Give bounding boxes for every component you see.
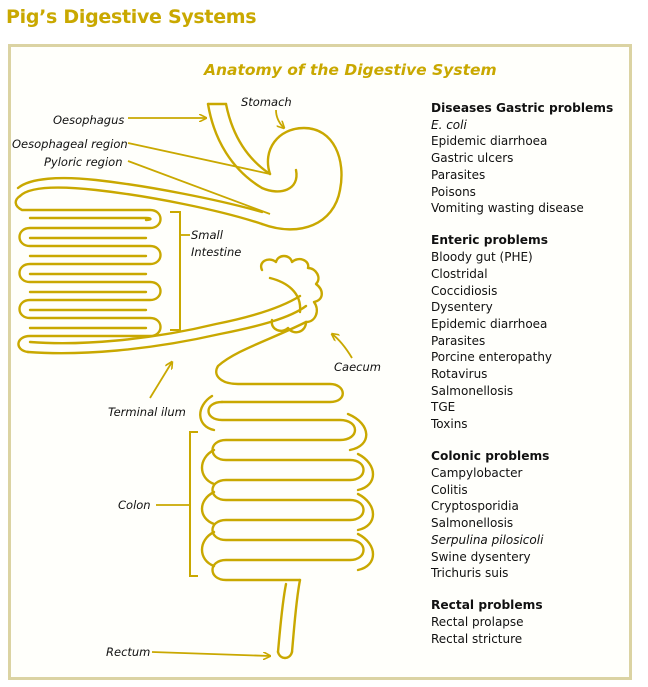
terminal-ileum-inner	[28, 294, 302, 345]
problem-item: Coccidiosis	[431, 283, 498, 298]
problem-item: Toxins	[431, 417, 468, 432]
problem-item: Parasites	[431, 333, 486, 348]
problem-item: Colitis	[431, 482, 468, 497]
colon-bracket	[189, 431, 198, 577]
caecum-pointer	[332, 334, 353, 359]
problem-item: Bloody gut (PHE)	[431, 250, 533, 265]
small-intestine-label: Small Intestine	[191, 228, 242, 259]
caecum	[259, 254, 323, 334]
oesophageal-region-pointer	[127, 142, 271, 175]
problem-item: Porcine enteropathy	[431, 350, 553, 365]
problem-item: Poisons	[431, 184, 476, 199]
stomach-outline	[260, 126, 343, 231]
rectum-end	[276, 650, 294, 660]
problem-item: Vomiting wasting disease	[431, 201, 584, 216]
problem-item: Trichuris suis	[431, 566, 509, 581]
problem-group-heading: Diseases Gastric problems	[431, 101, 614, 115]
colon-upper	[215, 320, 344, 404]
problem-item: E. coli	[431, 117, 467, 132]
caecum-inner	[268, 276, 302, 314]
colon-spiral	[207, 400, 365, 582]
problem-item: Salmonellosis	[431, 516, 514, 531]
problem-item: Gastric ulcers	[431, 151, 514, 166]
problem-group-heading: Colonic problems	[431, 449, 550, 464]
oesophagus-tube-inner	[224, 102, 272, 176]
problem-item: Parasites	[431, 167, 486, 182]
colon-spiral-outer	[199, 394, 375, 572]
problem-item: Epidemic diarrhoea	[431, 316, 548, 331]
problem-item: Dysentery	[431, 300, 493, 315]
rectum-tube-inner	[276, 582, 288, 654]
rectum-label: Rectum	[106, 645, 151, 659]
stomach-outline-inner	[260, 168, 298, 193]
small-intestine-coils	[14, 194, 162, 354]
duodenum-inner	[16, 176, 264, 214]
problem-item: Salmonellosis	[431, 383, 514, 398]
problem-item: Cryptosporidia	[431, 499, 519, 514]
pyloric-region-label: Pyloric region	[44, 155, 123, 169]
problem-group-heading: Enteric problems	[431, 233, 548, 248]
caecum-label: Caecum	[334, 360, 381, 374]
duodenum	[18, 186, 264, 226]
oesophagus-tube	[206, 102, 264, 190]
problem-item: Rectal stricture	[431, 631, 523, 646]
stomach-label: Stomach	[241, 95, 292, 109]
diagram-title: Anatomy of the Digestive System	[204, 61, 497, 79]
colon-label: Colon	[118, 498, 151, 512]
page-title: Pig’s Digestive Systems	[6, 6, 257, 28]
problem-group-heading: Rectal problems	[431, 598, 543, 613]
rectum-pointer	[151, 651, 270, 656]
problem-item: Clostridal	[431, 266, 488, 281]
diagram-panel	[8, 44, 632, 680]
terminal-ilum-label: Terminal ilum	[108, 405, 186, 419]
problem-item: Rotavirus	[431, 367, 488, 382]
problem-item: Campylobacter	[431, 466, 523, 481]
oesophageal-region-label: Oesophageal region	[12, 137, 128, 151]
problem-item: Swine dysentery	[431, 549, 531, 564]
small-intestine-coils-inner	[28, 216, 152, 330]
terminal-ileum	[26, 304, 308, 355]
problem-item: Rectal prolapse	[431, 615, 524, 630]
rectum-tube	[290, 578, 302, 654]
terminal-ilum-pointer	[149, 362, 172, 399]
problem-item: Epidemic diarrhoea	[431, 134, 548, 149]
pyloric-region-pointer	[127, 160, 271, 215]
problem-item: Serpulina pilosicoli	[431, 532, 544, 547]
problem-item: TGE	[431, 400, 456, 415]
oesophagus-label: Oesophagus	[53, 113, 125, 127]
stomach-pointer	[275, 109, 284, 128]
small-intestine-bracket	[170, 211, 181, 331]
